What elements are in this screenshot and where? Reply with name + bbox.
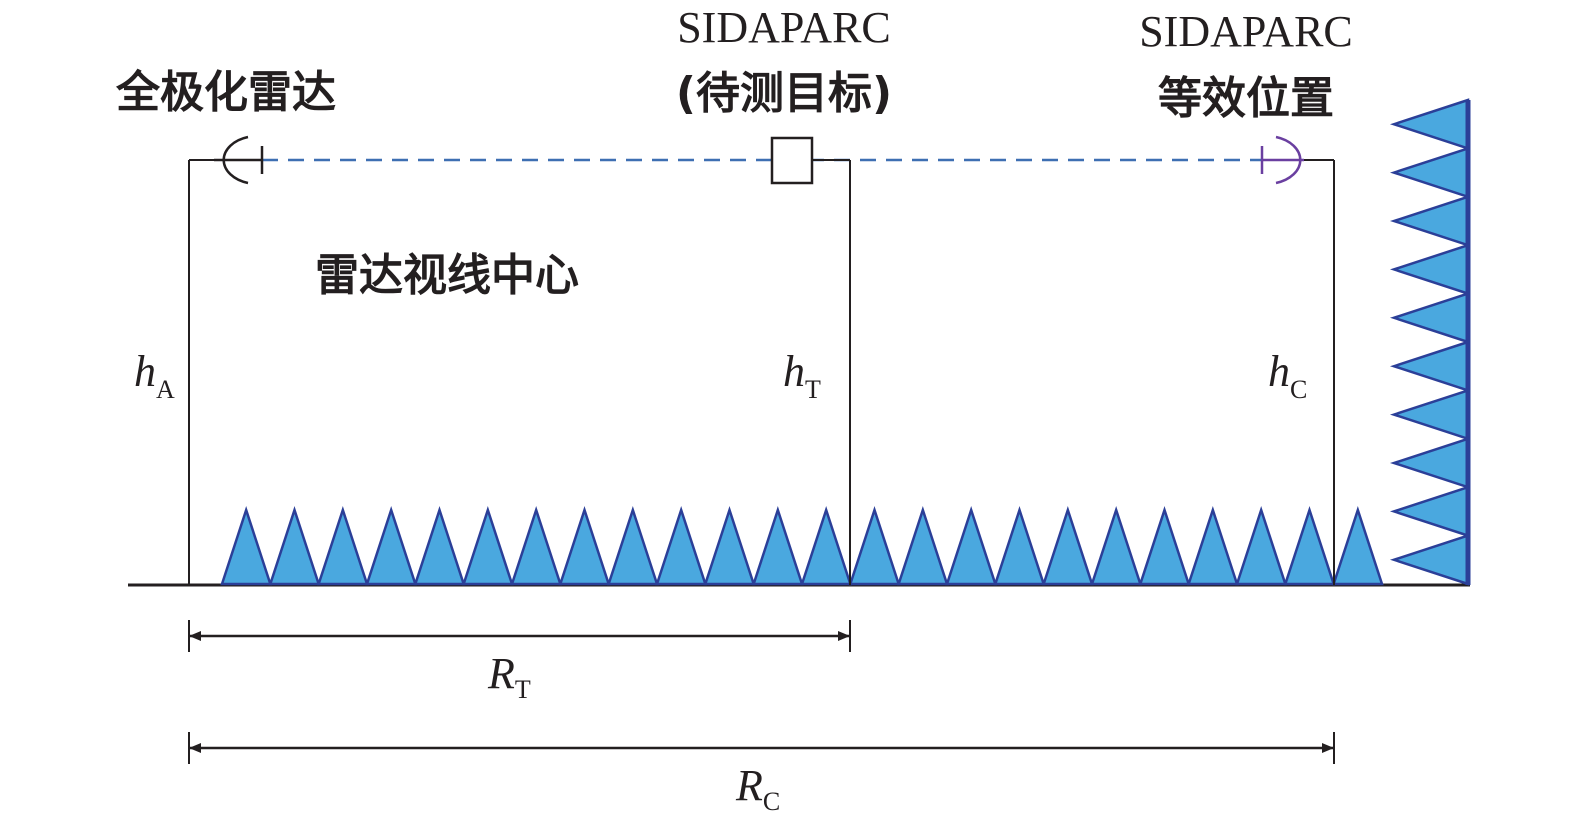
floor-absorber-cone [1138, 505, 1191, 586]
floor-absorber-cone [1090, 505, 1143, 586]
floor-absorber-cone [993, 505, 1046, 586]
height-label-c: hC [1268, 347, 1307, 404]
equiv-antenna-icon [1260, 135, 1304, 185]
floor-absorber-cone [1235, 505, 1288, 586]
wall-absorber-cone [1389, 291, 1470, 344]
height-label-a: hA [134, 347, 175, 404]
equiv-label-line1: SIDAPARC [1139, 7, 1353, 56]
floor-absorber-cone [655, 505, 708, 586]
wall-absorber-cone [1389, 243, 1470, 296]
floor-absorber-cone [848, 505, 901, 586]
floor-absorber-cone [461, 505, 514, 586]
line-of-sight-center-label: 雷达视线中心 [315, 250, 579, 301]
wall-absorber-cone [1389, 388, 1470, 441]
floor-absorber-cone [1041, 505, 1094, 586]
floor-absorber-cone [558, 505, 611, 586]
floor-absorber-cone [268, 505, 321, 586]
wall-absorber-cone [1389, 533, 1470, 586]
floor-absorber-cone [1283, 505, 1336, 586]
floor-absorber-cone [413, 505, 466, 586]
wall-absorber-cone [1389, 195, 1470, 247]
wall-absorber-cone [1389, 437, 1470, 489]
rt-label: RT [487, 649, 531, 704]
floor-absorber-cone [606, 505, 659, 586]
wall-absorber-cone [1389, 485, 1470, 538]
radar-antenna-icon [214, 135, 264, 185]
floor-absorber-cone [800, 505, 853, 586]
floor-absorber-array [220, 505, 1384, 586]
floor-absorber-cone [510, 505, 563, 586]
radar-label: 全极化雷达 [115, 67, 336, 118]
rc-label: RC [735, 761, 780, 816]
floor-absorber-cone [220, 505, 273, 586]
target-label-line1: SIDAPARC [677, 3, 891, 52]
wall-absorber-cone [1389, 146, 1470, 199]
height-label-t: hT [783, 347, 821, 404]
floor-absorber-cone [1186, 505, 1239, 586]
floor-absorber-cone [945, 505, 998, 586]
wall-absorber-array [1389, 98, 1470, 586]
floor-absorber-cone [751, 505, 804, 586]
target-label-line2: (待测目标) [676, 68, 892, 119]
floor-absorber-cone [703, 505, 756, 586]
wall-absorber-cone [1389, 340, 1470, 393]
equiv-label-line2: 等效位置 [1158, 73, 1334, 124]
floor-absorber-cone [896, 505, 949, 586]
floor-absorber-cone [1331, 505, 1384, 586]
wall-absorber-cone [1389, 98, 1470, 151]
floor-absorber-cone [365, 505, 418, 586]
floor-absorber-cone [316, 505, 369, 586]
target-box-icon [770, 136, 814, 185]
